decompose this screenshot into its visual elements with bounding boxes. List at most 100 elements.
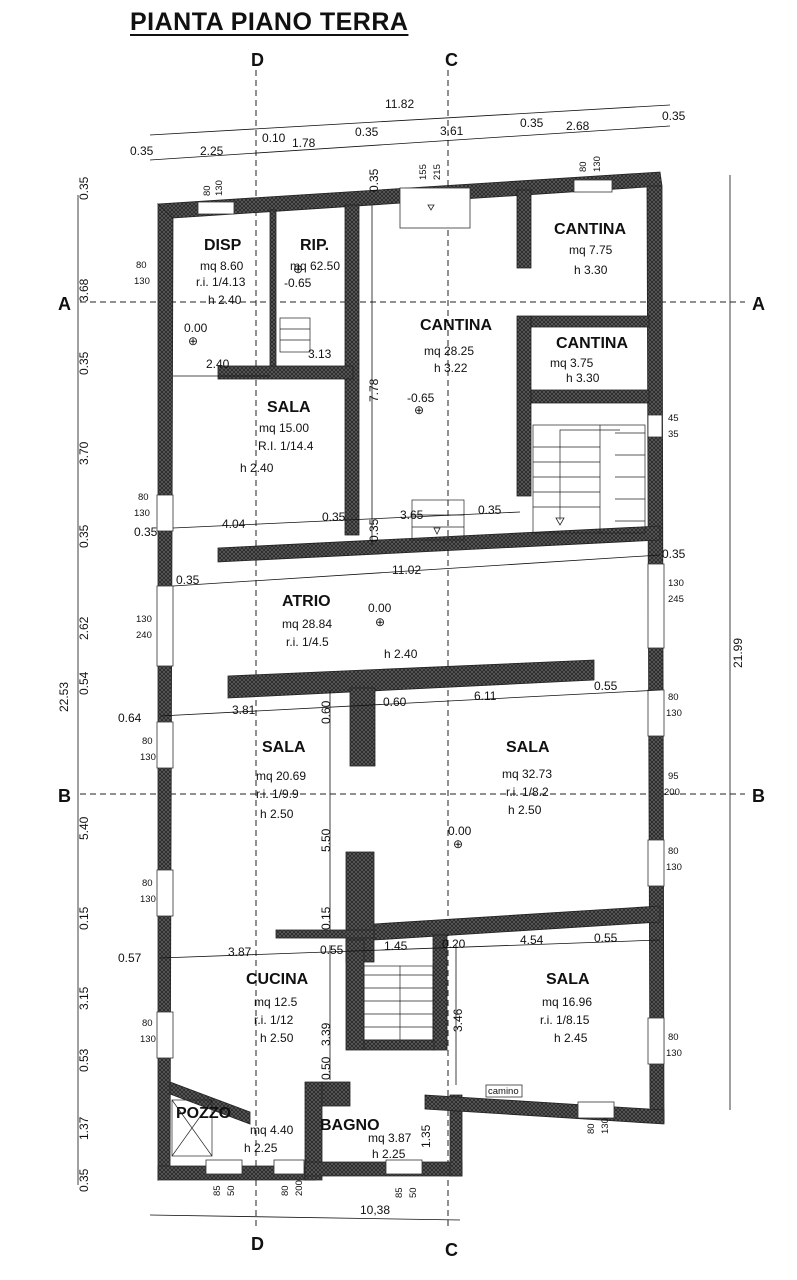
dim-inner: 0.35 (322, 510, 346, 524)
wall-atrio-north (217, 525, 661, 563)
dim-top-segments: 0.35 2.25 0.10 1.78 0.35 3.61 0.35 2.68 … (130, 109, 686, 158)
svg-text:130: 130 (668, 578, 684, 589)
svg-text:mq 7.75: mq 7.75 (569, 243, 613, 257)
window-stair (647, 414, 663, 438)
dim-inner: 3.81 (232, 703, 256, 717)
dim-line-segments-top (149, 125, 671, 161)
svg-text:h 2.25: h 2.25 (244, 1141, 278, 1155)
svg-text:95: 95 (668, 771, 679, 782)
window-disp (197, 201, 235, 215)
svg-text:80: 80 (138, 492, 149, 503)
dim-line-1102 (172, 554, 661, 587)
dim-inner: 0.60 (383, 695, 407, 709)
room-cantina-main: CANTINA mq 28.25 h 3.22 -0.65 ⊕ (407, 317, 492, 417)
svg-text:h 2.45: h 2.45 (554, 1031, 588, 1045)
window-atrio-east (647, 563, 665, 649)
dim-line-611 (159, 689, 661, 717)
dim-inner: 0.35 (478, 503, 502, 517)
window-cantina-ne (573, 179, 613, 193)
wall-stair-east (432, 934, 448, 1051)
dim-inner: 2.40 (206, 357, 230, 371)
dim-left-seg: 0.53 (77, 1048, 91, 1072)
room-name: CANTINA (556, 335, 628, 352)
dim-top-seg: 0.35 (355, 125, 379, 139)
room-name: POZZO (176, 1105, 231, 1122)
svg-text:130: 130 (214, 180, 225, 196)
dimension-lines (77, 104, 731, 1221)
room-cucina: CUCINA mq 12.5 r.i. 1/12 h 2.50 (246, 971, 309, 1045)
wall-cucina-top (275, 929, 375, 939)
svg-text:mq 20.69: mq 20.69 (256, 769, 306, 783)
wall-bagno-east (449, 1094, 463, 1177)
dim-bottom-overall: 10,38 (360, 1203, 390, 1217)
dim-left-seg: 0.35 (77, 176, 91, 200)
svg-text:mq 28.84: mq 28.84 (282, 617, 332, 631)
room-disp: DISP mq 8.60 r.i. 1/4.13 h 2.40 0.00 ⊕ (184, 237, 246, 348)
svg-text:mq 62.50: mq 62.50 (290, 259, 340, 273)
section-label-c-bottom: C (445, 1240, 458, 1260)
window-sala-e-2 (647, 839, 665, 887)
svg-text:130: 130 (140, 1034, 156, 1045)
pozzo-box (171, 1099, 213, 1157)
svg-text:0.00: 0.00 (448, 824, 472, 838)
svg-text:h 2.50: h 2.50 (260, 807, 294, 821)
section-label-b-left: B (58, 786, 71, 806)
svg-text:130: 130 (666, 708, 682, 719)
svg-text:130: 130 (136, 614, 152, 625)
window-bagno (385, 1159, 423, 1175)
wall-stair-bottom (363, 1039, 435, 1051)
svg-text:mq 3.87: mq 3.87 (368, 1131, 412, 1145)
svg-text:50: 50 (226, 1185, 237, 1196)
dim-inner: 0.35 (176, 573, 200, 587)
room-sala-nw: SALA mq 15.00 R.I. 1/14.4 h 2.40 (240, 399, 314, 475)
svg-text:0.00: 0.00 (368, 601, 392, 615)
svg-text:80: 80 (668, 692, 679, 703)
svg-text:80: 80 (668, 846, 679, 857)
dim-inner: 4.04 (222, 517, 246, 531)
stairs (171, 317, 646, 1157)
dim-inner: 0.15 (319, 906, 333, 930)
dim-line-bottom (149, 1214, 461, 1221)
room-cantina-small: CANTINA mq 3.75 h 3.30 (550, 335, 628, 385)
dim-top-seg: 2.25 (200, 144, 224, 158)
dim-left-seg: 0.35 (77, 351, 91, 375)
room-name: DISP (204, 237, 242, 254)
dim-top-seg: 0.35 (520, 116, 544, 130)
level-marker-icon: ⊕ (453, 837, 463, 851)
dim-inner: 1.45 (384, 939, 408, 953)
dim-inner: 4.54 (520, 933, 544, 947)
room-name: SALA (267, 399, 311, 416)
dim-inner: 0.55 (594, 679, 618, 693)
wall-cantina-ne (516, 189, 532, 269)
room-name: CANTINA (420, 317, 492, 334)
svg-text:R.I. 1/14.4: R.I. 1/14.4 (258, 439, 314, 453)
svg-text:80: 80 (578, 161, 589, 172)
section-lines (80, 70, 745, 1230)
level-marker-icon: ⊕ (414, 403, 424, 417)
dim-left-seg: 1.37 (77, 1116, 91, 1140)
room-name: SALA (262, 739, 306, 756)
room-name: CANTINA (554, 221, 626, 238)
wall-cantina-small-top (530, 315, 650, 328)
room-sala-se: SALA mq 16.96 r.i. 1/8.15 h 2.45 (540, 971, 592, 1045)
window-sala-se-south (577, 1101, 615, 1119)
window-pozzo (205, 1159, 243, 1175)
svg-text:80: 80 (142, 878, 153, 889)
dim-right-overall: 21.99 (731, 638, 745, 668)
wall-pillar-middle (349, 687, 376, 767)
svg-text:200: 200 (294, 1180, 305, 1196)
room-pozzo: POZZO mq 4.40 h 2.25 (176, 1105, 294, 1155)
dim-inner: 0.55 (594, 931, 618, 945)
svg-text:h 3.30: h 3.30 (574, 263, 608, 277)
arrow-down-icon (427, 204, 435, 211)
svg-text:mq 8.60: mq 8.60 (200, 259, 244, 273)
dim-left-seg: 0.54 (77, 671, 91, 695)
stair-central (363, 965, 434, 1041)
dim-overall-top: 11.82 (385, 97, 414, 111)
wall-east (646, 185, 665, 1123)
svg-text:80: 80 (136, 260, 147, 271)
dim-inner: 7.78 (367, 378, 381, 402)
wall-bagno-top (321, 1081, 351, 1107)
room-name: SALA (506, 739, 550, 756)
dim-inner: 6.11 (474, 689, 497, 703)
